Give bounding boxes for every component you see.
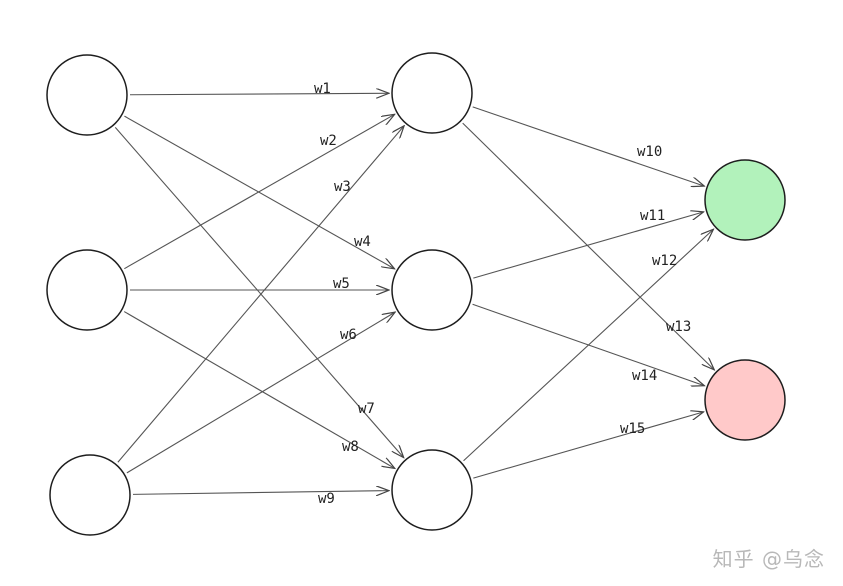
- weight-label: w1: [314, 81, 331, 97]
- hidden-node: [391, 449, 473, 531]
- weight-label: w4: [354, 234, 371, 250]
- weight-label: w2: [320, 133, 337, 149]
- weight-label: w5: [333, 276, 350, 292]
- edge-w13: [462, 122, 715, 370]
- input-node: [46, 249, 128, 331]
- edge-w11: [473, 212, 703, 279]
- weight-label: w8: [342, 439, 359, 455]
- weight-label: w6: [340, 327, 357, 343]
- weight-label: w13: [666, 319, 691, 335]
- weight-label: w10: [637, 144, 662, 160]
- weight-label: w12: [652, 253, 677, 269]
- weight-label: w14: [632, 368, 657, 384]
- weight-label: w3: [334, 179, 351, 195]
- edge-w15: [473, 412, 703, 479]
- hidden-node: [391, 249, 473, 331]
- edge-w6: [126, 312, 395, 474]
- weight-label: w9: [318, 491, 335, 507]
- edge-w14: [472, 303, 705, 385]
- edge-w8: [123, 311, 395, 469]
- input-node: [46, 54, 128, 136]
- edge-w9: [132, 491, 389, 495]
- output-node: [704, 359, 786, 441]
- edge-w4: [124, 115, 394, 269]
- watermark: 知乎 @乌念: [712, 547, 825, 571]
- input-node: [49, 454, 131, 536]
- weight-label: w7: [358, 401, 375, 417]
- edge-w10: [472, 106, 705, 186]
- edge-w1: [129, 93, 389, 95]
- weight-label: w15: [620, 421, 645, 437]
- edge-w2: [124, 114, 394, 270]
- hidden-node: [391, 52, 473, 134]
- weight-label: w11: [640, 208, 665, 224]
- output-node: [704, 159, 786, 241]
- edge-w7: [114, 127, 403, 457]
